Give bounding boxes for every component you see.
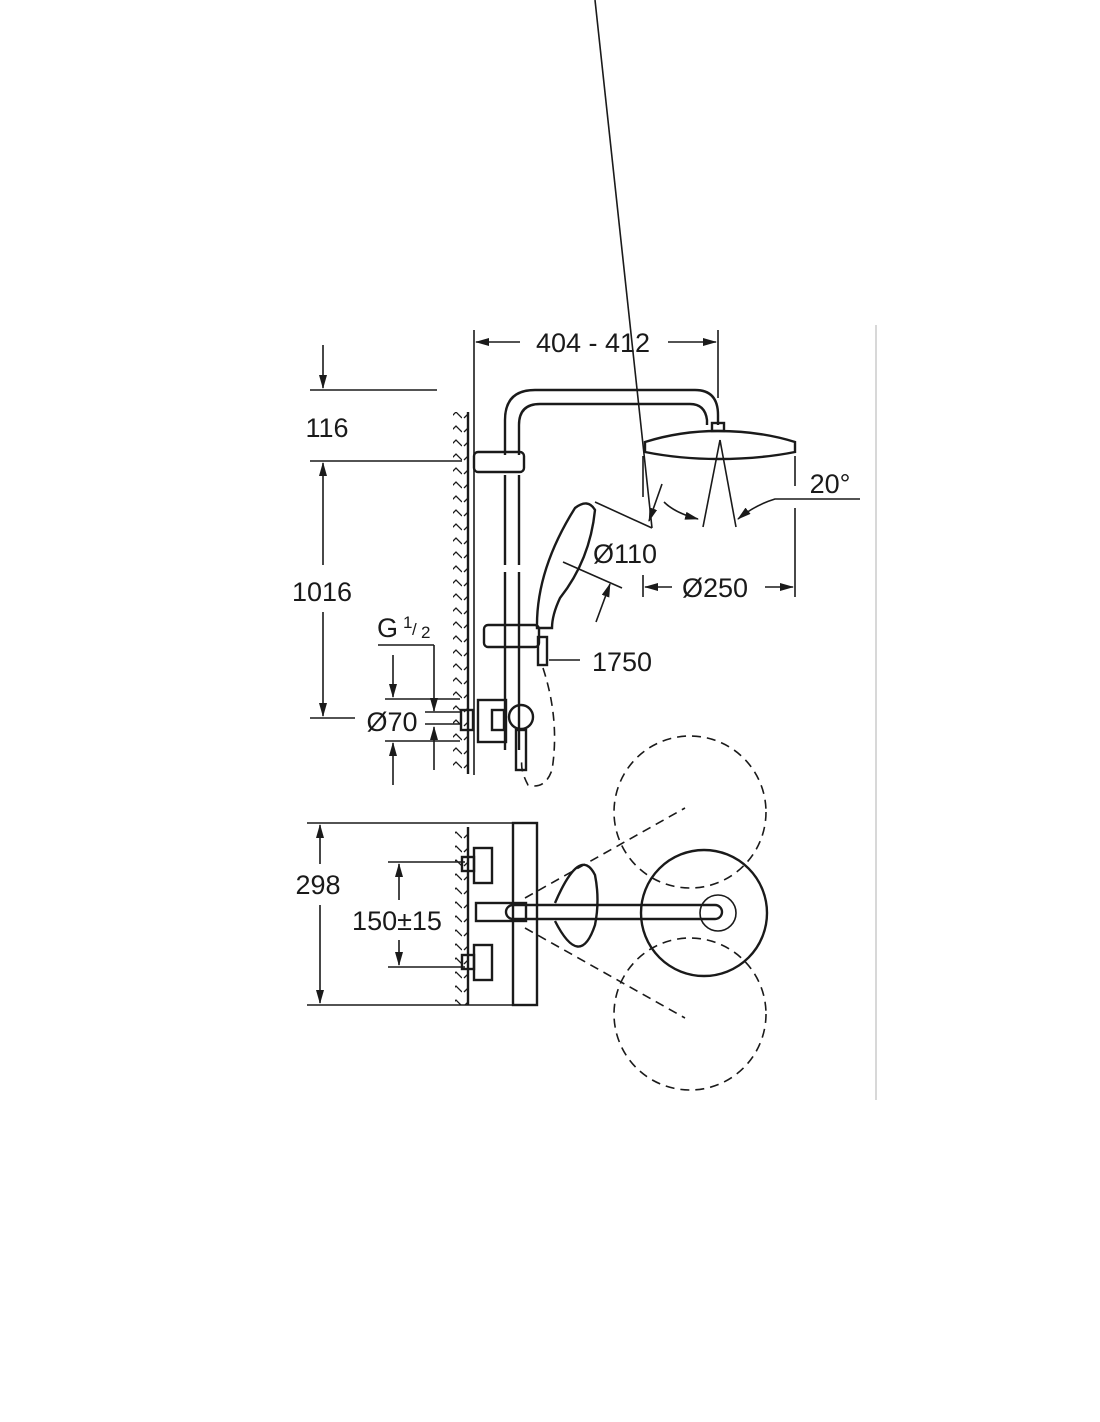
head-shower-diameter-label: Ø250 xyxy=(682,573,748,603)
depth-label: 298 xyxy=(295,870,340,900)
hose-length-label: 1750 xyxy=(592,647,652,677)
rosette-diameter-label: Ø70 xyxy=(366,707,417,737)
side-view xyxy=(310,0,860,787)
inlet-spacing-label: 150±15 xyxy=(352,906,442,936)
svg-text:/: / xyxy=(412,620,417,639)
thread-numerator: 1 xyxy=(403,613,412,632)
top-view xyxy=(307,735,769,1091)
rail-height-label: 1016 xyxy=(292,577,352,607)
spray-angle-label: 20° xyxy=(810,469,851,499)
width-dimension-label: 404 - 412 xyxy=(536,328,650,358)
thread-size-label: G 1 / 2 xyxy=(377,613,430,643)
thread-denominator: 2 xyxy=(421,623,430,642)
hand-shower-diameter-label: Ø110 xyxy=(593,539,657,569)
top-offset-label: 116 xyxy=(305,413,348,443)
thread-letter: G xyxy=(377,613,398,643)
